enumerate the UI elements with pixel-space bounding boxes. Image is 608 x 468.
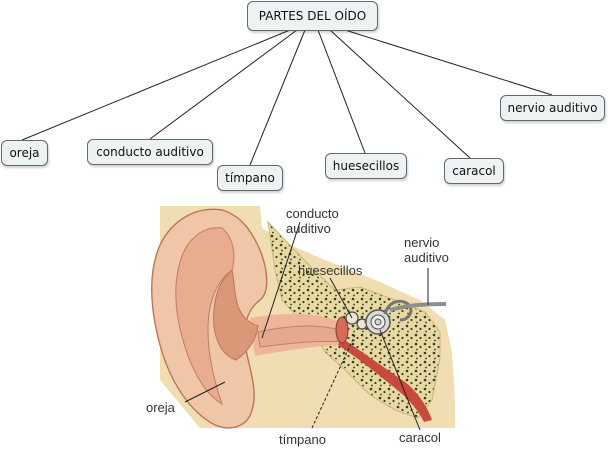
- label-nervio-line2: auditivo: [404, 250, 449, 265]
- label-conducto-line1: conducto: [286, 206, 339, 221]
- label-timpano: tímpano: [279, 432, 326, 447]
- label-nervio-line1: nervio: [404, 235, 449, 250]
- label-nervio-auditivo: nervio auditivo: [404, 235, 449, 265]
- label-huesecillos: huesecillos: [298, 263, 362, 278]
- label-caracol: caracol: [399, 430, 441, 445]
- label-oreja: oreja: [146, 400, 175, 415]
- label-conducto-auditivo: conducto auditivo: [286, 206, 339, 236]
- label-conducto-line2: auditivo: [286, 221, 339, 236]
